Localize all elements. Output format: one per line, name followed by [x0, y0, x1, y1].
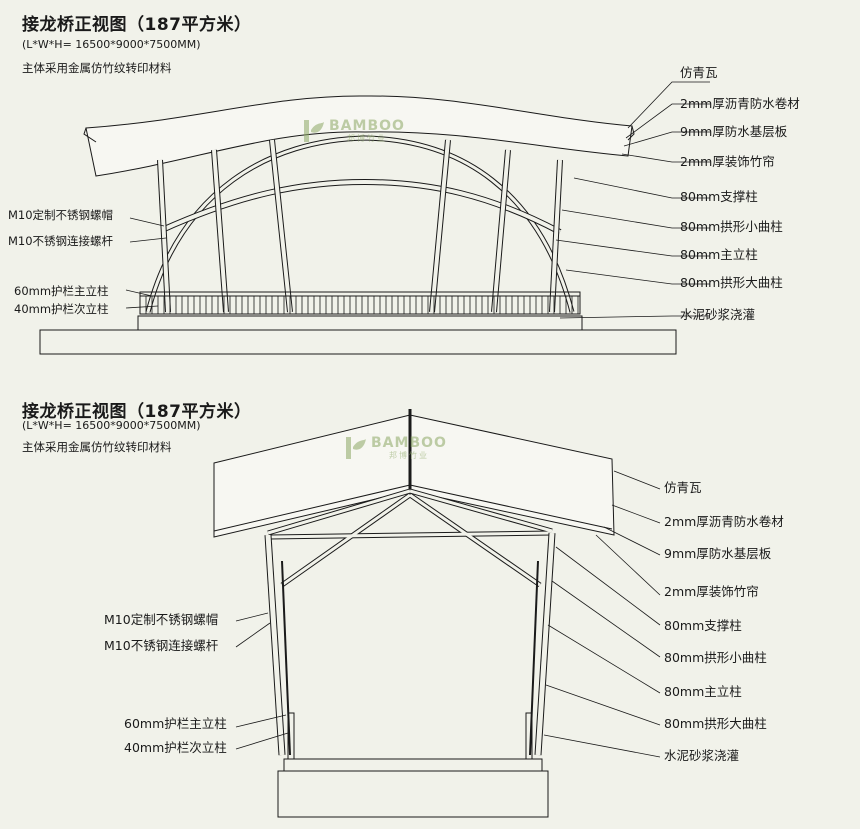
- front-leader-lines-right: [555, 81, 710, 319]
- front-view-panel: 接龙桥正视图（187平方米） (L*W*H= 16500*9000*7500MM…: [0, 0, 860, 380]
- side-label-mortar: 水泥砂浆浇灌: [664, 748, 740, 763]
- front-label-bolt: M10不锈钢连接螺杆: [8, 234, 114, 248]
- side-base: [277, 770, 549, 818]
- front-leader-lines-left: [125, 217, 167, 309]
- side-label-asphalt: 2mm厚沥青防水卷材: [664, 514, 784, 529]
- front-elevation-drawing: [39, 81, 710, 355]
- side-label-rail-main: 60mm护栏主立柱: [124, 716, 227, 731]
- bamboo-leaf-icon: [344, 435, 368, 461]
- front-material-note: 主体采用金属仿竹纹转印材料: [22, 61, 172, 75]
- side-label-small-arch: 80mm拱形小曲柱: [664, 650, 767, 665]
- side-label-support: 80mm支撑柱: [664, 618, 742, 633]
- logo-text-en: BAMBOO: [329, 118, 405, 134]
- front-label-rail-sub: 40mm护栏次立柱: [14, 302, 109, 316]
- front-title: 接龙桥正视图（187平方米）: [22, 15, 252, 35]
- side-dimensions: (L*W*H= 16500*9000*7500MM): [22, 419, 201, 432]
- front-roof-eave-left: [83, 127, 97, 143]
- front-base-slab: [39, 329, 677, 355]
- side-leader-lines-left: [235, 612, 289, 750]
- side-leader-lines-right: [543, 470, 661, 758]
- front-label-asphalt: 2mm厚沥青防水卷材: [680, 96, 800, 111]
- logo-text-en: BAMBOO: [371, 435, 447, 451]
- front-roof-eave-right: [627, 125, 635, 141]
- front-label-curtain: 2mm厚装饰竹帘: [680, 154, 775, 169]
- front-label-large-arch: 80mm拱形大曲柱: [680, 275, 783, 290]
- side-title: 接龙桥正视图（187平方米）: [22, 402, 252, 422]
- front-railing: [139, 291, 581, 315]
- side-rail-post-right: [525, 712, 533, 760]
- front-label-small-arch: 80mm拱形小曲柱: [680, 219, 783, 234]
- bamboo-leaf-icon: [302, 118, 326, 144]
- side-view-panel: 接龙桥正视图（187平方米） (L*W*H= 16500*9000*7500MM…: [0, 395, 860, 829]
- front-dimensions: (L*W*H= 16500*9000*7500MM): [22, 38, 201, 51]
- side-label-nut: M10定制不锈钢螺帽: [104, 612, 219, 627]
- front-roof: [85, 95, 633, 177]
- side-label-main-column: 80mm主立柱: [664, 684, 742, 699]
- side-rail-post-left: [287, 712, 295, 760]
- side-logo: BAMBOO 邦博竹业: [344, 435, 447, 461]
- side-label-board: 9mm厚防水基层板: [664, 546, 772, 561]
- front-label-main-column: 80mm主立柱: [680, 247, 758, 262]
- front-label-rail-main: 60mm护栏主立柱: [14, 284, 109, 298]
- front-label-support: 80mm支撑柱: [680, 189, 758, 204]
- front-label-tile: 仿青瓦: [680, 65, 718, 80]
- front-label-nut: M10定制不锈钢螺帽: [8, 208, 114, 222]
- side-label-large-arch: 80mm拱形大曲柱: [664, 716, 767, 731]
- side-elevation-drawing: [213, 409, 661, 818]
- side-label-curtain: 2mm厚装饰竹帘: [664, 584, 759, 599]
- logo-text-cn: 邦博竹业: [346, 134, 387, 143]
- side-deck: [283, 758, 543, 772]
- side-label-tile: 仿青瓦: [664, 480, 702, 495]
- logo-text-cn: 邦博竹业: [388, 451, 429, 460]
- front-label-board: 9mm厚防水基层板: [680, 124, 788, 139]
- side-roof: [213, 414, 615, 538]
- side-material-note: 主体采用金属仿竹纹转印材料: [22, 440, 172, 454]
- front-label-mortar: 水泥砂浆浇灌: [680, 307, 756, 322]
- front-bridge-deck: [137, 315, 583, 331]
- front-logo: BAMBOO 邦博竹业: [302, 118, 405, 144]
- side-label-bolt: M10不锈钢连接螺杆: [104, 638, 219, 653]
- side-label-rail-sub: 40mm护栏次立柱: [124, 740, 227, 755]
- front-railing-balusters: [145, 296, 579, 314]
